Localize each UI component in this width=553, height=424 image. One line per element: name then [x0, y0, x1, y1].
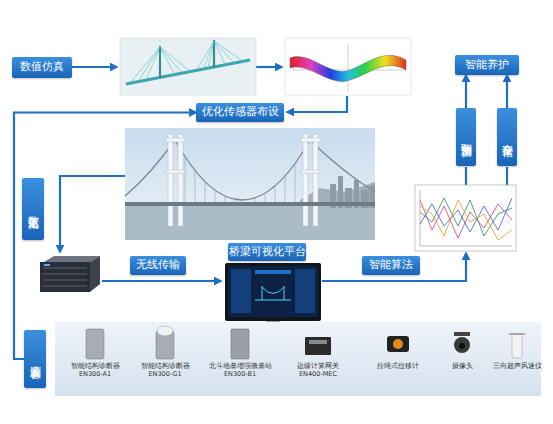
server-image [44, 264, 50, 266]
monitor-image [255, 286, 291, 300]
monitor-image [228, 266, 318, 317]
box-text: 预测预警 [460, 135, 472, 139]
device-panel [55, 322, 541, 396]
device-icon [86, 326, 525, 359]
device-icon [387, 336, 409, 352]
process-box: 无线传输 [130, 256, 186, 275]
device-caption: 摄像头 [430, 362, 494, 370]
box-text: 优化传感器布设 [202, 106, 279, 118]
server-image [43, 268, 87, 286]
flow-arrow [465, 75, 467, 108]
device-icon [309, 340, 327, 344]
bridge-photo [125, 202, 375, 206]
monitor-image [225, 263, 321, 321]
process-box: 预测预警 [456, 108, 476, 166]
flow-line [72, 66, 117, 68]
server-image [40, 256, 100, 292]
response-chart [420, 190, 512, 246]
box-text: 监测设备 [29, 357, 41, 361]
bridge-model-image [130, 41, 244, 83]
bridge-photo [178, 134, 183, 226]
device-caption: 边缘计算网关 EN400-MEC [286, 362, 350, 379]
box-text: 数据汇集 [27, 207, 39, 211]
device-icon [157, 326, 173, 336]
device-panel [55, 322, 541, 396]
bridge-photo [125, 140, 375, 200]
device-icon [512, 334, 522, 358]
device-caption: 智能结构诊断器 EN300-A1 [63, 362, 127, 379]
flow-line [506, 167, 508, 185]
process-box: 智能算法 [362, 256, 420, 275]
response-chart [415, 185, 516, 251]
device-caption: 三向超声风速仪 [485, 362, 549, 370]
server-image [40, 262, 90, 292]
server-image [90, 256, 100, 292]
process-box: 智能养护 [455, 55, 519, 75]
mode-shape-image [285, 38, 411, 95]
box-text: 智能算法 [369, 259, 413, 271]
process-box: 桥梁可视化平台 [228, 243, 306, 261]
device-icon [393, 339, 403, 349]
bridge-photo [301, 170, 320, 173]
flow-line [102, 280, 221, 282]
bridge-photo [303, 134, 308, 226]
box-text: 数值仿真 [20, 61, 64, 73]
monitor-image [225, 263, 321, 330]
box-text: 智能养护 [465, 59, 509, 71]
process-box: 优化传感器布设 [196, 103, 284, 122]
process-box: 安全评估 [497, 108, 517, 166]
monitor-image [255, 270, 291, 274]
bridge-photo [125, 205, 375, 240]
bridge-photo [125, 128, 375, 240]
bridge-photo [313, 134, 318, 226]
bridge-photo [185, 149, 305, 203]
device-caption: 拉绳式位移计 [366, 362, 430, 370]
device-icon [231, 329, 249, 359]
flow-line [465, 167, 467, 185]
flow-line [60, 176, 125, 252]
device-icon [509, 333, 525, 334]
mode-shape-image [290, 55, 406, 81]
bridge-photo [166, 170, 185, 173]
monitor-image [231, 269, 251, 313]
box-text: 无线传输 [136, 259, 180, 271]
bridge-model-image [120, 38, 256, 95]
bridge-model-image [120, 38, 256, 95]
bridge-photo [301, 138, 320, 142]
flow-line [322, 253, 466, 281]
box-text: 安全评估 [501, 135, 513, 139]
response-chart [415, 185, 516, 251]
process-box: 数值仿真 [12, 57, 72, 78]
flow-line [256, 66, 282, 68]
flow-arrow [506, 75, 508, 108]
bridge-photo [166, 134, 320, 226]
device-icon [459, 343, 465, 349]
mode-shape-image [285, 38, 411, 95]
flow-arrow [14, 113, 196, 360]
device-icon [454, 337, 470, 353]
process-box: 数据汇集 [22, 178, 44, 240]
device-icon [86, 329, 104, 359]
device-caption: 智能结构诊断器 EN300-G1 [133, 362, 197, 379]
bridge-photo [166, 138, 185, 142]
monitor-image [295, 269, 315, 313]
bridge-photo [168, 134, 173, 226]
flow-line [287, 96, 347, 112]
device-icon [454, 332, 470, 336]
device-caption: 北斗地基增强微基站 EN300-B1 [208, 362, 272, 379]
box-text: 桥梁可视化平台 [229, 246, 306, 258]
device-icon [305, 337, 331, 355]
bridge-model-image [160, 40, 214, 78]
process-box: 监测设备 [24, 330, 46, 388]
bridge-photo [125, 128, 375, 240]
response-chart [420, 200, 512, 240]
